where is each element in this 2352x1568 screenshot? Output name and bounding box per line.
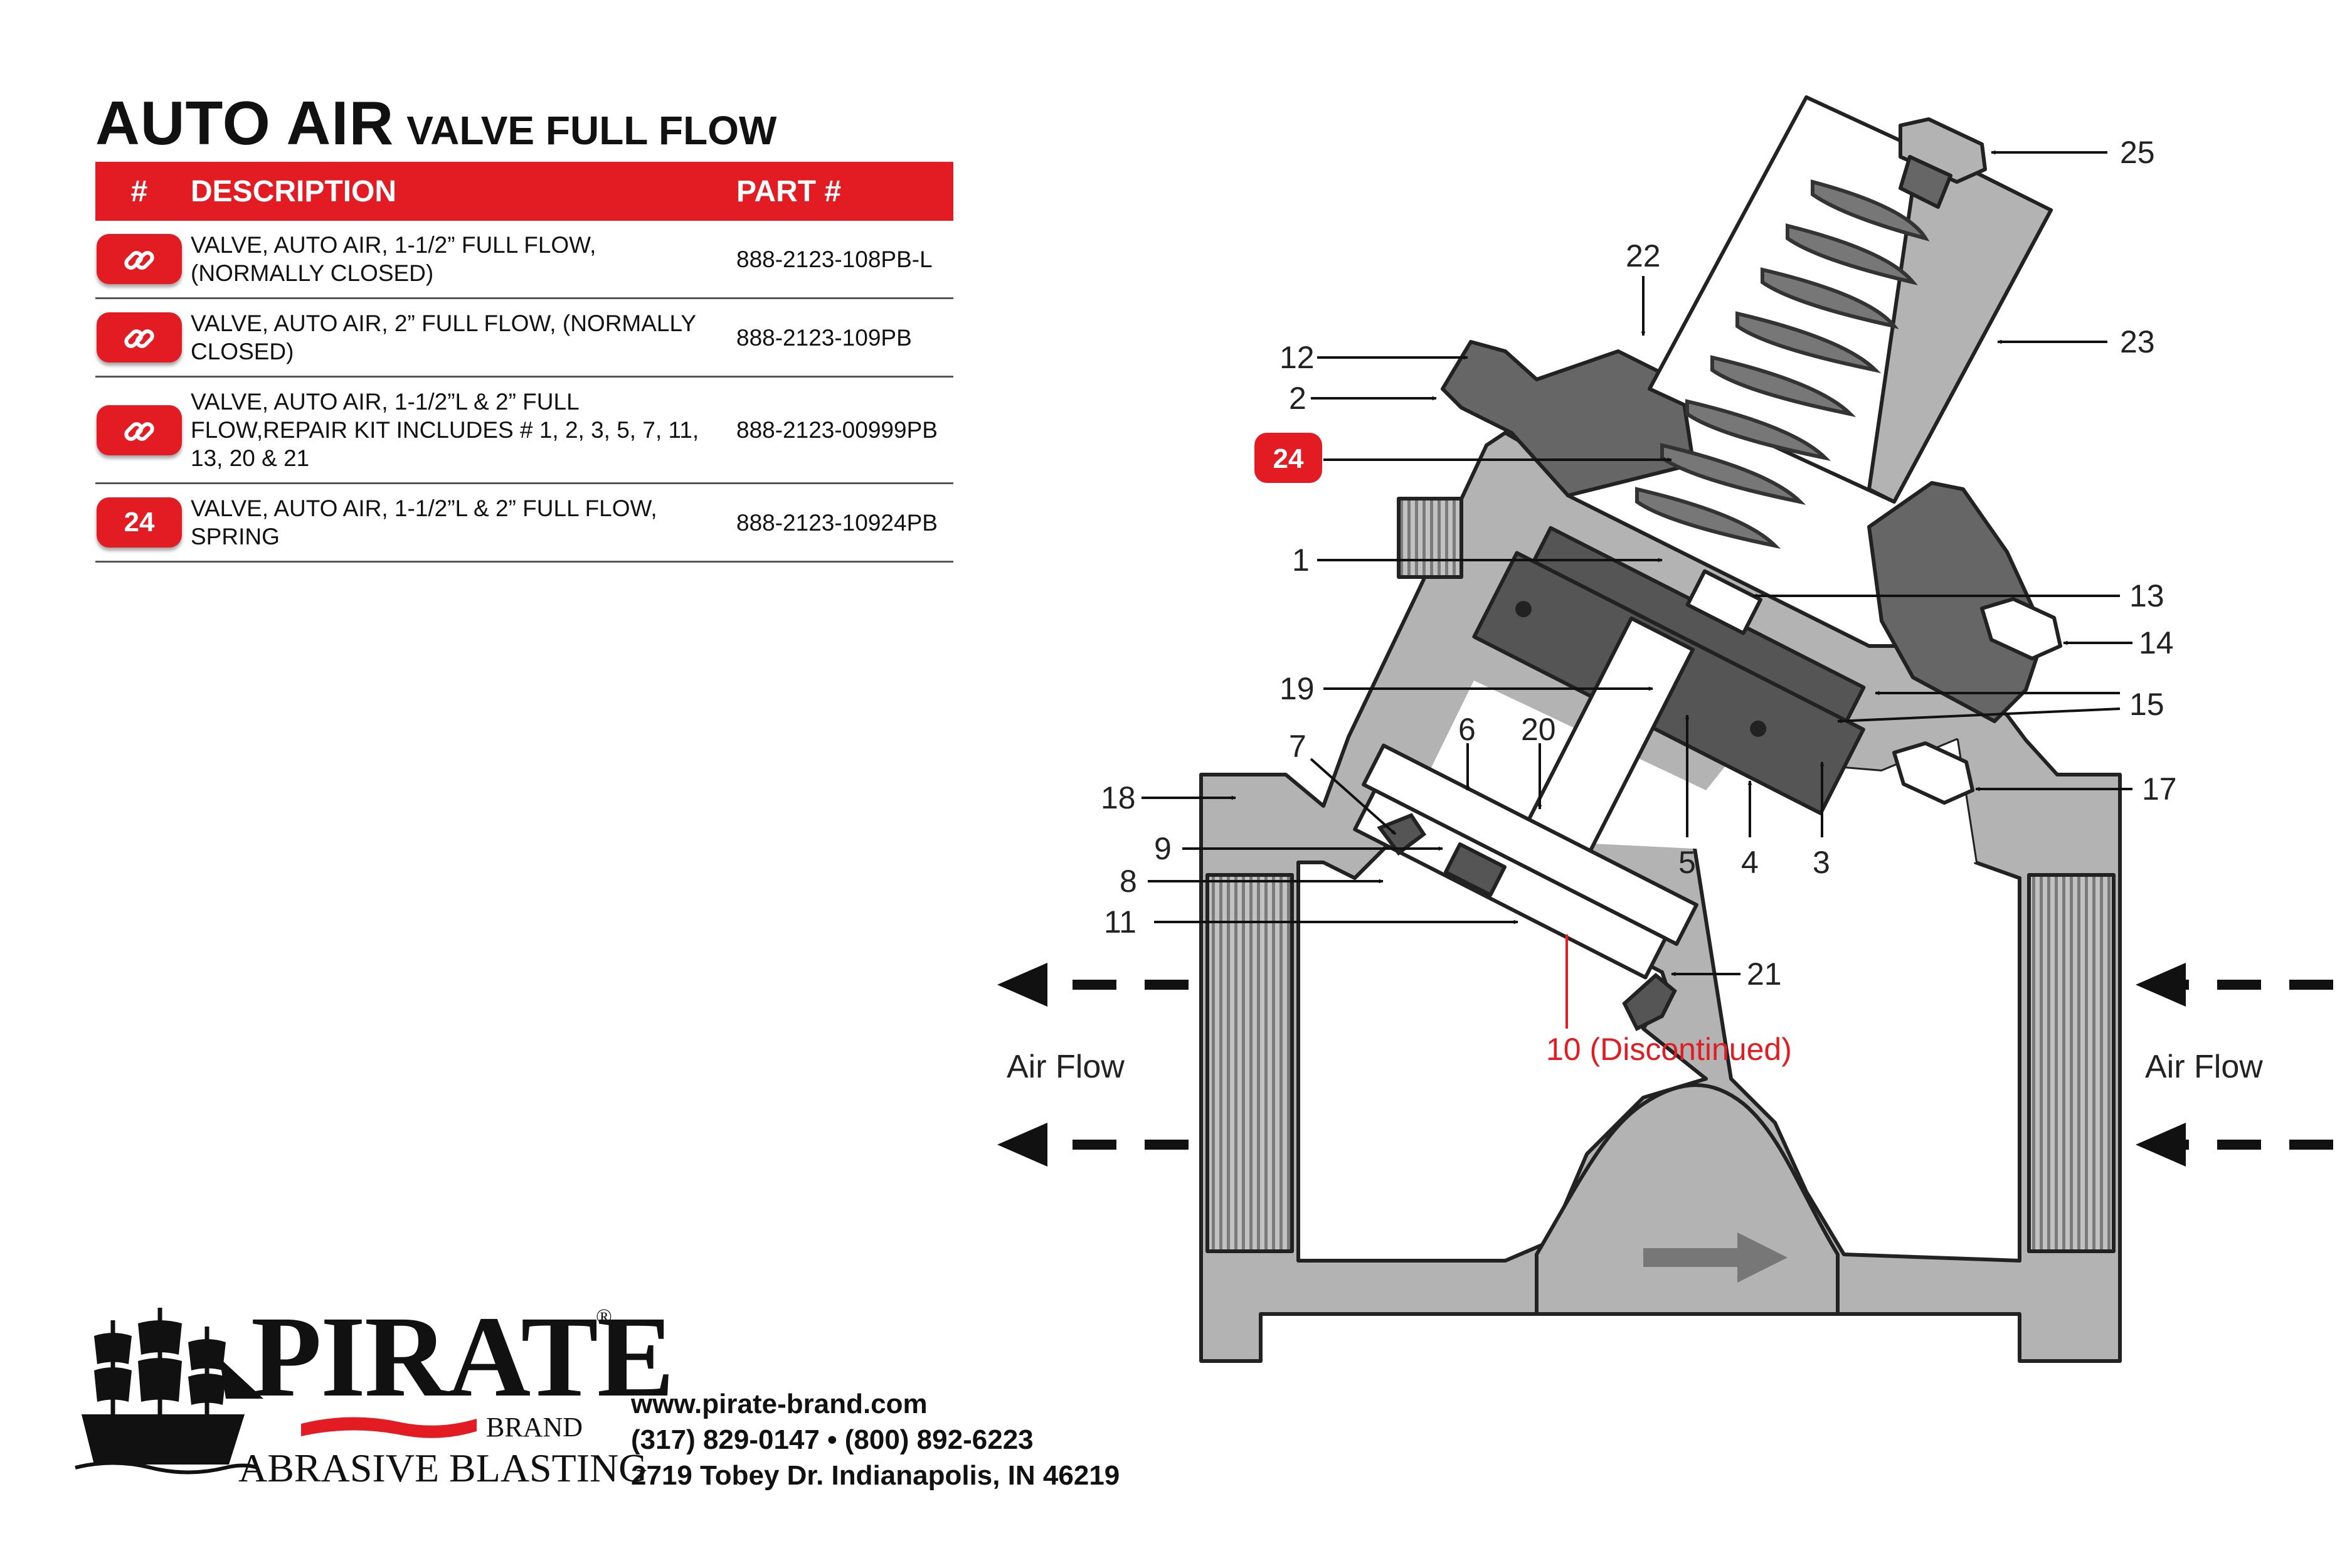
- callout-12: 12: [1279, 340, 1315, 375]
- logo-name: PIRATE: [251, 1293, 673, 1421]
- callout-leaders: [1142, 150, 2132, 977]
- arrow-left-icon: [2136, 963, 2186, 1007]
- air-flow-label-left: Air Flow: [1007, 1049, 1125, 1085]
- row-part-number: 888-2123-10924PB: [724, 483, 953, 563]
- arrow-left-icon: [997, 1123, 1047, 1167]
- left-port-thread: [1205, 873, 1294, 1253]
- row-num-cell: [95, 376, 183, 484]
- row-part-number: 888-2123-108PB-L: [724, 221, 953, 299]
- hex-nut-14: [1980, 597, 2062, 660]
- row-num-cell: [95, 221, 183, 299]
- right-port-thread: [2027, 873, 2116, 1253]
- top-port-thread: [1397, 497, 1463, 579]
- link-icon: [124, 421, 154, 441]
- row-description: VALVE, AUTO AIR, 1-1/2”L & 2” FULL FLOW,…: [183, 483, 724, 563]
- callout-8: 8: [1120, 864, 1137, 899]
- title-main: AUTO AIR: [95, 88, 395, 157]
- callout-24: 24: [1273, 443, 1304, 474]
- table-row: 24 VALVE, AUTO AIR, 1-1/2”L & 2” FULL FL…: [95, 483, 953, 563]
- callout-6: 6: [1458, 712, 1476, 747]
- spring: [1635, 179, 1930, 549]
- table-row: VALVE, AUTO AIR, 1-1/2”L & 2” FULL FLOW,…: [95, 376, 953, 484]
- row-description: VALVE, AUTO AIR, 2” FULL FLOW, (NORMALLY…: [183, 298, 724, 378]
- arrow-left-icon: [2136, 1123, 2186, 1167]
- row-part-number: 888-2123-109PB: [724, 298, 953, 378]
- logo-brand: BRAND: [486, 1412, 583, 1443]
- part-number-badge: 24: [97, 497, 182, 548]
- link-badge[interactable]: [97, 312, 182, 363]
- phone-numbers: (317) 829-0147 • (800) 892-6223: [631, 1424, 1034, 1455]
- row-description: VALVE, AUTO AIR, 1-1/2” FULL FLOW, (NORM…: [183, 221, 724, 299]
- callout-24-badge: [1254, 433, 1322, 483]
- callout-15: 15: [2129, 687, 2164, 722]
- arrow-left-icon: [997, 963, 1047, 1007]
- adjusting-bolt: [1899, 117, 1987, 209]
- callout-13: 13: [2129, 578, 2164, 613]
- callout-20: 20: [1521, 712, 1556, 747]
- callout-21: 21: [1747, 956, 1782, 992]
- ship-logo-icon: [75, 1308, 263, 1475]
- link-icon: [124, 251, 154, 270]
- parts-table: # DESCRIPTION PART # VALVE, AUTO AIR, 1-…: [95, 162, 953, 563]
- air-flow-arrows-right: [2176, 980, 2333, 1150]
- seat-gasket-8: [1377, 813, 1427, 856]
- seat-gasket-21: [1622, 973, 1677, 1032]
- valve-body-cavity: [1296, 832, 1708, 1263]
- callout-25: 25: [2120, 135, 2155, 170]
- row-num-cell: [95, 298, 183, 378]
- title-sub: VALVE FULL FLOW: [406, 108, 777, 153]
- air-flow-label-right: Air Flow: [2145, 1049, 2263, 1085]
- header-part: PART #: [724, 162, 953, 221]
- row-part-number: 888-2123-00999PB: [724, 376, 953, 484]
- link-badge[interactable]: [97, 405, 182, 455]
- table-header-row: # DESCRIPTION PART #: [95, 162, 953, 221]
- callout-18: 18: [1101, 780, 1136, 815]
- logo-registered: ®: [596, 1305, 612, 1328]
- callout-19: 19: [1279, 671, 1315, 706]
- header-num: #: [95, 162, 183, 221]
- link-icon: [124, 329, 154, 349]
- table-row: VALVE, AUTO AIR, 1-1/2” FULL FLOW, (NORM…: [95, 221, 953, 299]
- callout-10: 10 (Discontinued): [1546, 1032, 1792, 1067]
- valve-body: [1199, 431, 2122, 1363]
- website-link[interactable]: www.pirate-brand.com: [631, 1389, 928, 1419]
- bonnet-right-block: [1867, 481, 2047, 723]
- header-description: DESCRIPTION: [183, 162, 724, 221]
- air-flow-arrows-left: [1035, 980, 1189, 1150]
- callout-7: 7: [1289, 729, 1306, 764]
- logo-red-splash: [301, 1417, 477, 1438]
- contact-block: www.pirate-brand.com (317) 829-0147 • (8…: [631, 1386, 1120, 1493]
- callout-4: 4: [1741, 845, 1759, 880]
- valve-seat-ring: [1353, 788, 1668, 980]
- callout-9: 9: [1154, 831, 1172, 866]
- table-row: VALVE, AUTO AIR, 2” FULL FLOW, (NORMALLY…: [95, 298, 953, 378]
- callout-1: 1: [1292, 543, 1310, 578]
- link-badge[interactable]: [97, 234, 182, 284]
- piston-nut: [1685, 569, 1762, 635]
- callout-14: 14: [2139, 625, 2174, 660]
- callout-11: 11: [1104, 904, 1136, 940]
- piston-assembly: [1353, 526, 1866, 980]
- address: 2719 Tobey Dr. Indianapolis, IN 46219: [631, 1460, 1120, 1491]
- callout-22: 22: [1626, 238, 1661, 273]
- callout-17: 17: [2142, 771, 2177, 807]
- hex-nut-17: [1892, 741, 1974, 805]
- callout-2: 2: [1289, 381, 1306, 416]
- callout-5: 5: [1678, 845, 1696, 880]
- logo-tagline: ABRASIVE BLASTING: [238, 1446, 647, 1490]
- callout-3: 3: [1813, 845, 1830, 880]
- row-description: VALVE, AUTO AIR, 1-1/2”L & 2” FULL FLOW,…: [183, 376, 724, 484]
- internal-flow-arrow: [1643, 1232, 1788, 1283]
- disc-nut: [1444, 842, 1507, 897]
- row-num-cell: 24: [95, 483, 183, 563]
- callout-23: 23: [2120, 324, 2155, 359]
